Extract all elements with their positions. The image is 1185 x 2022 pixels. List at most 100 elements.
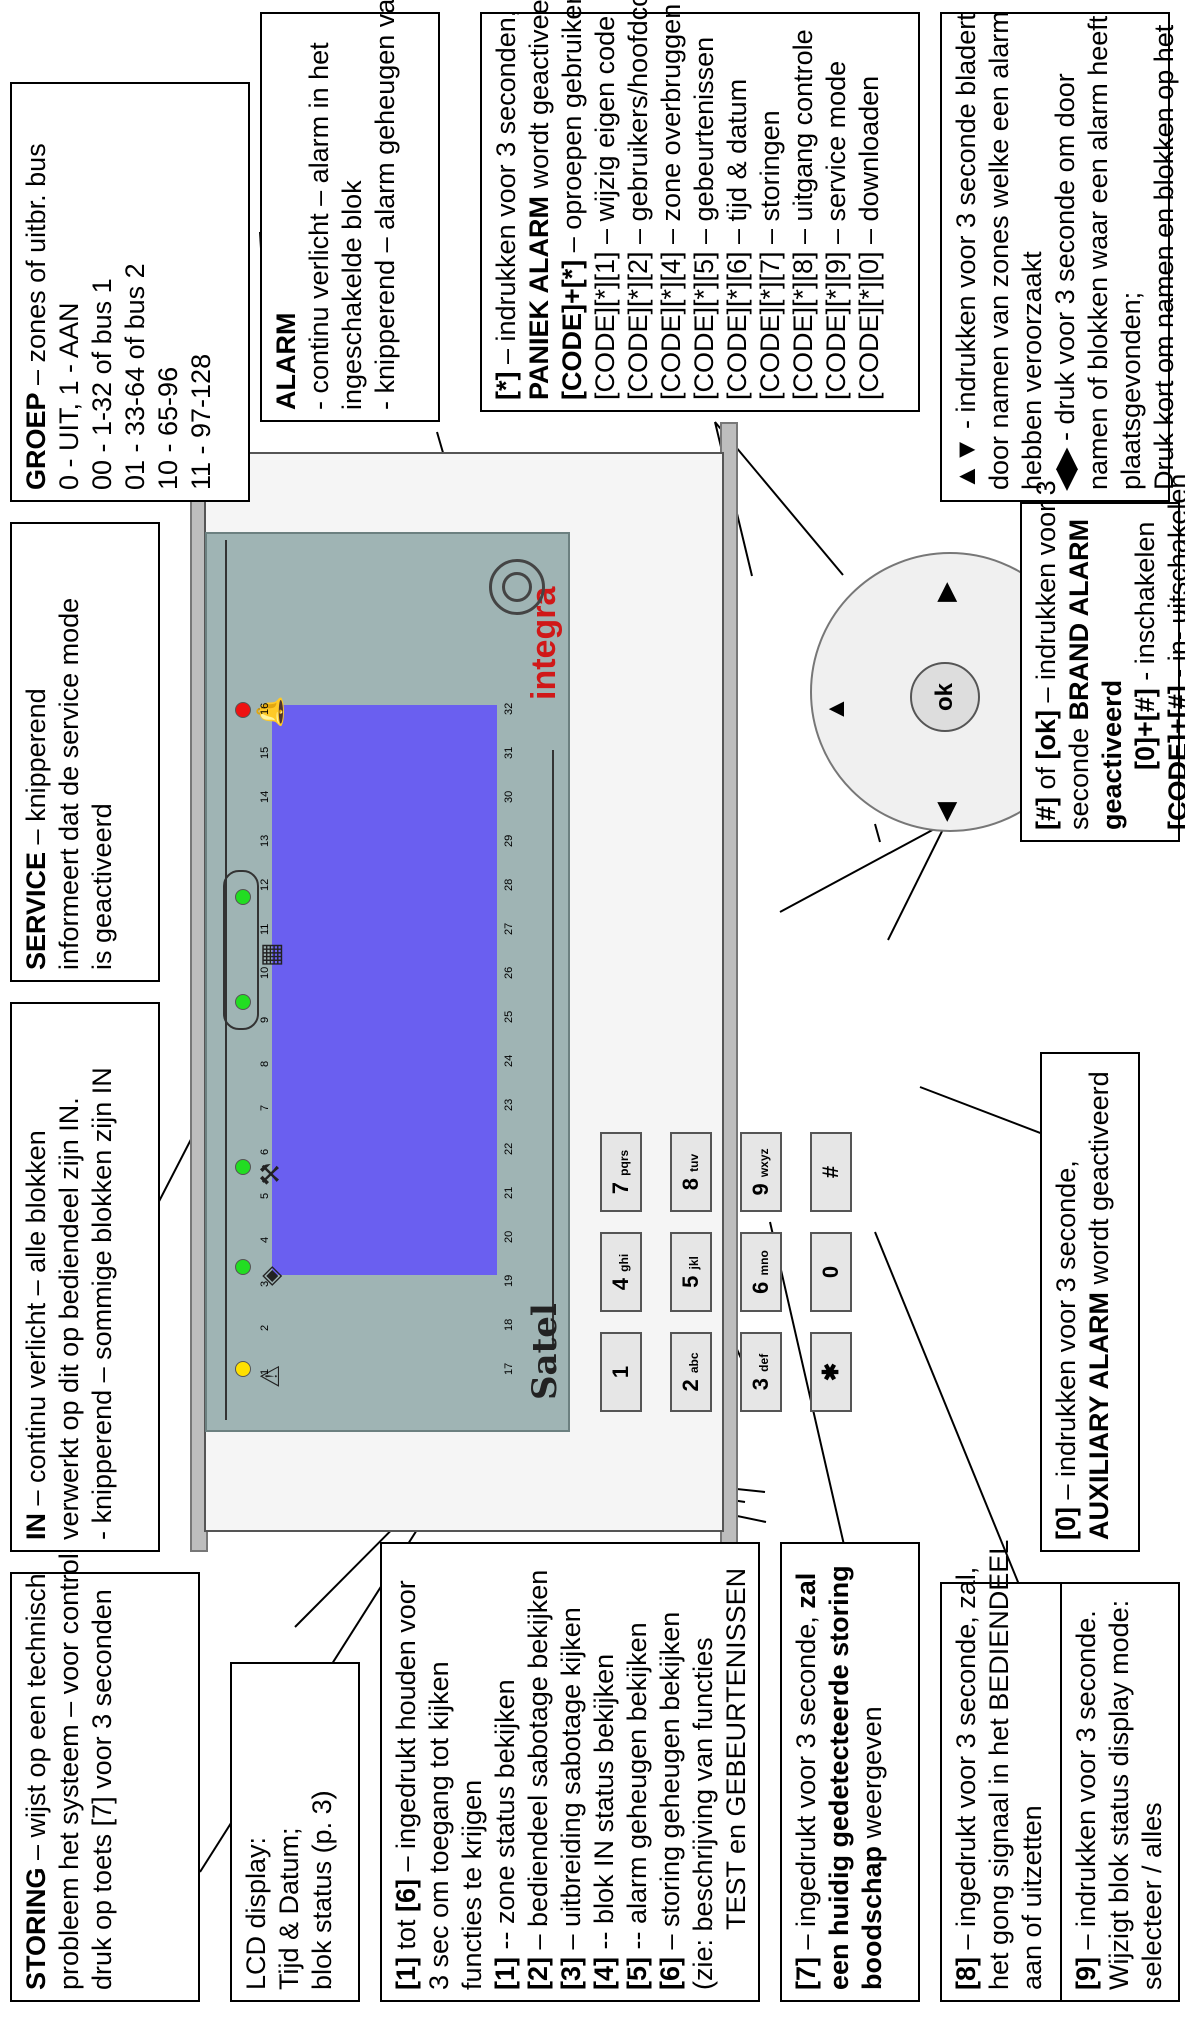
key-label: 4 <box>608 1277 633 1291</box>
text-segment: TEST en GEBEURTENISSEN <box>721 1567 751 1930</box>
text-line: ◀▶ - druk voor 3 seconde om door <box>1049 24 1082 490</box>
text-segment: functies te krijgen <box>457 1779 487 1990</box>
zone-number: 19 <box>503 1274 515 1287</box>
text-segment: [8] <box>951 1957 981 1990</box>
zone-number: 22 <box>503 1142 515 1155</box>
text-segment: probleem het systeem – voor controle <box>54 1538 84 1990</box>
text-line: (zie: beschrijving van functies <box>687 1554 720 1990</box>
proximity-reader-icon <box>489 559 545 615</box>
text-segment: [5] <box>622 1957 652 1990</box>
key-letters: mno <box>757 1250 771 1276</box>
text-line: informeert dat de service mode <box>53 534 86 970</box>
text-line: - knipperend – alarm geheugen van blok <box>369 0 402 410</box>
key-1[interactable]: 1 <box>600 1332 642 1412</box>
zone-number: 11 <box>259 923 271 935</box>
key-6[interactable]: 6 mno <box>740 1232 782 1312</box>
text-segment: Wijzigt blok status display mode: <box>1104 1599 1134 1990</box>
text-segment: AUXILIARY ALARM <box>1084 1292 1114 1540</box>
text-line: seconde BRAND ALARM <box>1063 514 1096 830</box>
text-segment: 0 - UIT, 1 - AAN <box>54 302 84 490</box>
text-segment: - indrukken voor 3 seconde bladert <box>951 13 981 437</box>
key8-box: [8] – ingedrukt voor 3 seconde, zal,het … <box>940 1540 1080 2002</box>
text-line: TEST en GEBEURTENISSEN <box>720 1554 753 1990</box>
key-label: 5 <box>678 1275 703 1288</box>
text-segment: – indrukken voor 3 seconden, <box>491 9 521 372</box>
text-segment: LCD display: <box>241 1836 271 1990</box>
text-line: ALARM <box>270 24 303 410</box>
text-segment: [CODE][*][1] – wijzig eigen code <box>590 15 620 400</box>
key-label: ✱ <box>818 1362 843 1382</box>
zone-number: 20 <box>503 1230 515 1243</box>
text-line: [0]+[#] - inschakelen <box>1129 514 1162 830</box>
text-segment: – wijst op een technisch <box>21 1573 51 1868</box>
text-segment: STORING <box>21 1867 51 1990</box>
text-segment: tot <box>391 1911 421 1957</box>
text-segment: of <box>1031 759 1061 797</box>
zone-number: 32 <box>503 702 515 715</box>
zone-number: 8 <box>259 1060 271 1067</box>
text-line: boodschap weergeven <box>856 1554 889 1990</box>
zone-number: 24 <box>503 1054 515 1067</box>
lcd-screen[interactable] <box>272 705 497 1275</box>
text-line: is geactiveerd <box>86 534 119 970</box>
key-9[interactable]: 9 wxyz <box>740 1132 782 1212</box>
key0-box: [0] – indrukken voor 3 seconde,AUXILIARY… <box>1040 1052 1140 1552</box>
text-line: [0] – indrukken voor 3 seconde, <box>1050 1064 1083 1540</box>
text-segment: 10 - 65-96 <box>153 366 183 490</box>
key-8[interactable]: 8 tuv <box>670 1132 712 1212</box>
text-segment: – ingedrukt houden voor <box>391 1580 421 1879</box>
ok-button[interactable]: ok <box>910 662 980 732</box>
key-7[interactable]: 7 pqrs <box>600 1132 642 1212</box>
key-5[interactable]: 5 jkl <box>670 1232 712 1312</box>
text-line: 01 - 33-64 of bus 2 <box>119 94 152 490</box>
text-line: hebben veroorzaakt <box>1016 24 1049 490</box>
key-3[interactable]: 3 def <box>740 1332 782 1412</box>
zone-number: 29 <box>503 834 515 847</box>
text-line: AUXILIARY ALARM wordt geactiveerd <box>1083 1064 1116 1540</box>
zone-numbers-bottom: 17 18 19 20 21 22 23 24 25 26 27 28 29 3… <box>503 695 519 1375</box>
arrow-right-button[interactable]: ▶ <box>930 582 960 602</box>
key-hash[interactable]: # <box>810 1132 852 1212</box>
text-segment: plaatsgevonden; <box>1116 291 1146 490</box>
text-line: [1] -- zone status bekijken <box>489 1554 522 1990</box>
text-line: door namen van zones welke een alarm <box>983 11 1016 490</box>
text-line: druk op toets [7] voor 3 seconden <box>86 1584 119 1990</box>
key-letters: wxyz <box>757 1148 771 1178</box>
text-line: verwerkt op dit op bediendeel zijn IN. <box>53 1014 86 1540</box>
key-letters: ghi <box>617 1253 631 1272</box>
text-segment: [CODE][*][5] – gebeurtenissen <box>689 36 719 400</box>
brand-satel: Satel <box>525 1303 565 1400</box>
key-label: 3 <box>748 1377 773 1391</box>
key-4[interactable]: 4 ghi <box>600 1232 642 1312</box>
lcd-panel: Satel integra ⚠ ◈ ⚒ ▦ 🔔 1 2 3 4 5 6 7 8 … <box>205 532 570 1432</box>
text-segment: verwerkt op dit op bediendeel zijn IN. <box>54 1097 84 1540</box>
key-label: 9 <box>748 1183 773 1196</box>
text-line: - continu verlicht – alarm in het <box>303 24 336 410</box>
text-segment: -- alarm geheugen bekijken <box>622 1622 652 1957</box>
text-line: PANIEK ALARM wordt geactiveerd. <box>523 0 556 400</box>
text-segment: [6] <box>391 1878 421 1912</box>
text-line: [4] -- blok IN status bekijken <box>588 1554 621 1990</box>
text-segment: – indrukken voor 3 <box>1031 480 1061 710</box>
arrow-up-button[interactable]: ▲ <box>820 696 850 722</box>
text-line: selecteer / alles <box>1136 1594 1169 1990</box>
text-line: 3 sec om toegang tot kijken <box>423 1554 456 1990</box>
key-2[interactable]: 2 abc <box>670 1332 712 1412</box>
key-star[interactable]: ✱ <box>810 1332 852 1412</box>
key-label: 0 <box>818 1265 843 1279</box>
text-segment: ▲▼ <box>951 436 981 490</box>
zone-number: 9 <box>259 1016 271 1023</box>
text-segment: – storing geheugen bekijken <box>655 1611 685 1957</box>
text-segment: PANIEK ALARM <box>524 196 554 400</box>
key-0[interactable]: 0 <box>810 1232 852 1312</box>
text-line: [2] – bediendeel sabotage bekijken <box>522 1554 555 1990</box>
zone-number: 21 <box>503 1186 515 1199</box>
zone-number: 15 <box>259 746 271 759</box>
arrow-left-button[interactable]: ◀ <box>930 802 960 822</box>
text-segment: [0]+[#] <box>1130 688 1160 770</box>
text-segment: informeert dat de service mode <box>54 597 84 970</box>
zone-number: 1 <box>259 1368 271 1375</box>
